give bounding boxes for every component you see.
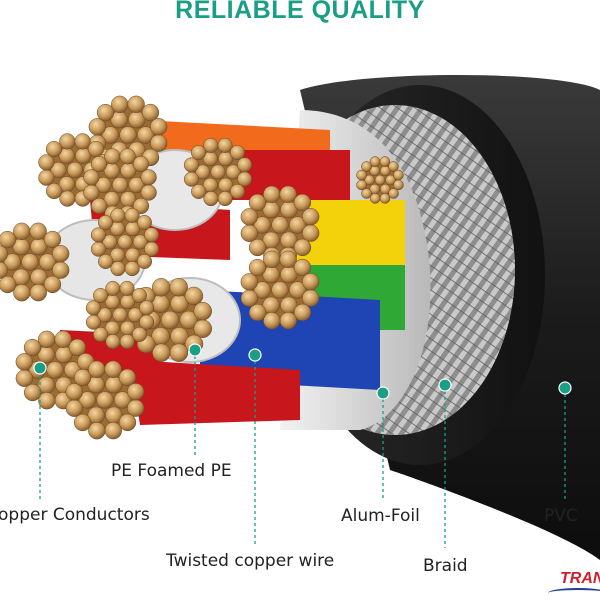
- label-pvc: PVC: [544, 506, 578, 526]
- wire-bundle: [60, 120, 405, 425]
- label-twisted-copper-wire: Twisted copper wire: [166, 551, 335, 571]
- copper-strand-bundle: [240, 250, 320, 330]
- copper-strand-bundle: [128, 278, 212, 362]
- copper-strand-bundle: [65, 360, 145, 440]
- brand-swoosh: [548, 588, 600, 598]
- callout-leaders: [39, 350, 566, 548]
- label-braid: Braid: [423, 556, 468, 576]
- copper-strand-bundle: [183, 137, 253, 207]
- label-pe-foamed-pe: PE Foamed PE: [111, 461, 232, 481]
- callout-dots: [33, 343, 572, 400]
- copper-strand-bundle: [356, 156, 404, 204]
- copper-strand-bundle: [85, 280, 155, 350]
- copper-conductors: [0, 95, 404, 440]
- brand-logo: TRAN: [560, 570, 600, 587]
- copper-strand-bundle: [0, 222, 70, 302]
- label-alum-foil: Alum-Foil: [341, 506, 420, 526]
- copper-strand-bundle: [240, 185, 320, 265]
- copper-strand-bundle: [90, 207, 160, 277]
- label-copper-conductors: opper Conductors: [0, 505, 150, 525]
- headline: RELIABLE QUALITY: [175, 0, 425, 24]
